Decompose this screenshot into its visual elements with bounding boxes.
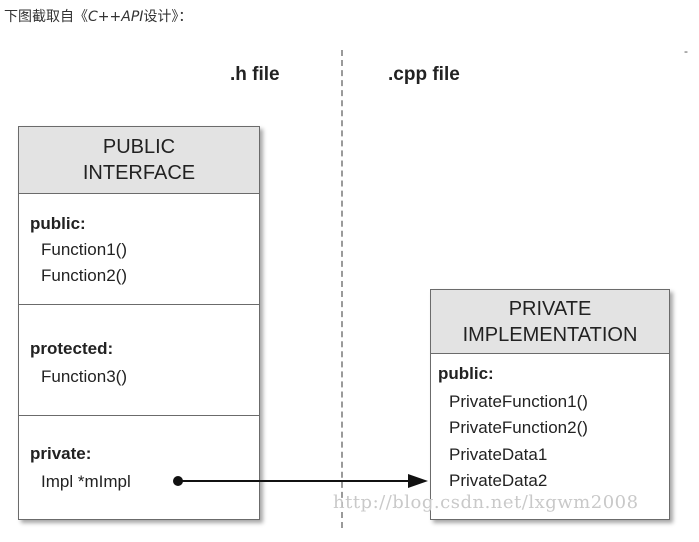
private-section: private: Impl *mImpl: [19, 416, 259, 518]
private-data2: PrivateData2: [449, 471, 548, 490]
member-function3: Function3(): [41, 367, 127, 386]
public-header-line2: INTERFACE: [82, 162, 196, 184]
watermark: http://blog.csdn.net/lxgwm2008: [333, 492, 639, 513]
private-implementation-box: PRIVATE IMPLEMENTATION public: PrivateFu…: [430, 289, 670, 520]
private-keyword: private:: [30, 444, 92, 463]
arrow-head: [408, 474, 428, 488]
public-interface-header: PUBLIC INTERFACE: [19, 127, 259, 194]
protected-keyword: protected:: [30, 339, 114, 358]
member-mimpl: Impl *mImpl: [41, 472, 131, 491]
impl-public-keyword: public:: [438, 364, 494, 383]
private-header-line1: PRIVATE: [508, 297, 592, 320]
edge-mark: -: [684, 44, 688, 58]
protected-section: protected: Function3(): [19, 305, 259, 416]
file-divider: [341, 50, 343, 528]
h-file-label: .h file: [230, 64, 280, 85]
cpp-file-label: .cpp file: [388, 64, 460, 85]
public-section: public: Function1() Function2(): [19, 194, 259, 305]
caption-suffix: 设计》：: [143, 9, 193, 25]
member-function1: Function1(): [41, 240, 127, 259]
impl-public-section: public: PrivateFunction1() PrivateFuncti…: [431, 354, 669, 518]
private-header-line2: IMPLEMENTATION: [462, 323, 638, 346]
public-interface-box: PUBLIC INTERFACE public: Function1() Fun…: [18, 126, 260, 520]
public-header-line1: PUBLIC: [102, 136, 176, 158]
caption-book-title: C++API: [88, 9, 144, 25]
arrow-origin-dot: [173, 476, 183, 486]
caption: 下图截取自《C++API设计》：: [4, 6, 192, 26]
member-function2: Function2(): [41, 266, 127, 285]
private-function1: PrivateFunction1(): [449, 392, 588, 411]
private-implementation-header: PRIVATE IMPLEMENTATION: [431, 290, 669, 354]
private-function2: PrivateFunction2(): [449, 418, 588, 437]
private-data1: PrivateData1: [449, 445, 548, 464]
public-keyword: public:: [30, 214, 86, 233]
caption-prefix: 下图截取自《: [4, 9, 88, 25]
